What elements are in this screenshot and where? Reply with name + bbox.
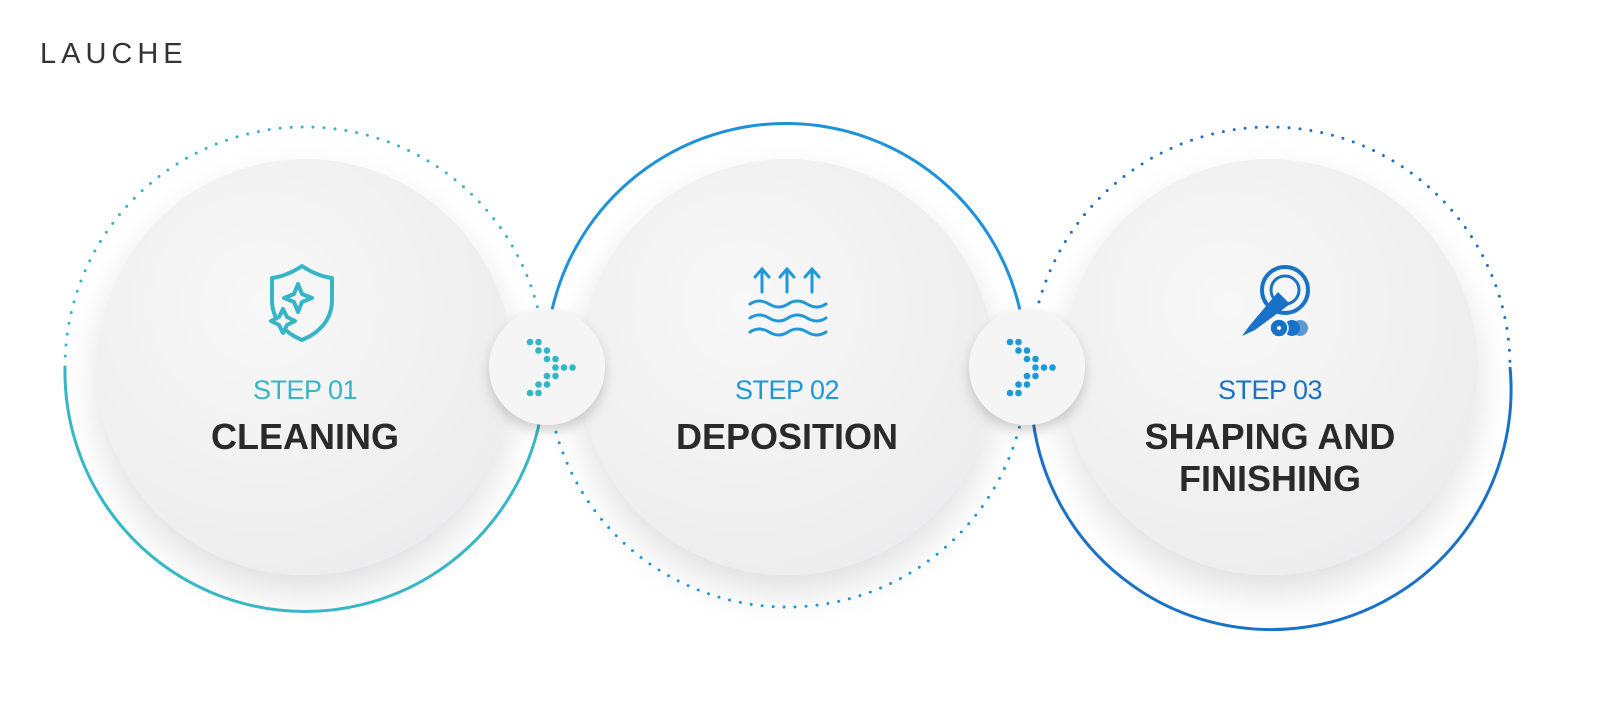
- step-title: SHAPING AND FINISHING: [1144, 416, 1396, 499]
- chevron-dot: [526, 338, 534, 346]
- step-2: STEP 02 DEPOSITION: [577, 375, 997, 458]
- step-2-ring-dotted: [545, 365, 1029, 609]
- step-label: STEP 03: [1217, 375, 1323, 405]
- chevron-dot: [552, 364, 559, 371]
- chevron-dot: [543, 372, 551, 380]
- chevron-dot: [1023, 381, 1031, 388]
- chevron-dot: [1049, 364, 1056, 371]
- dotted-chevron-icon: [526, 338, 576, 397]
- next-arrow-button-1: [489, 309, 605, 425]
- chevron-dot: [1032, 355, 1039, 363]
- chevron-dot: [569, 364, 576, 371]
- logo: LAUCHE: [40, 38, 188, 70]
- next-arrow-button-2: [969, 309, 1085, 425]
- chevron-dot: [552, 372, 559, 380]
- chevron-dot: [1015, 381, 1022, 388]
- step-3-disc: [1062, 159, 1478, 575]
- chevron-dot: [1006, 338, 1014, 346]
- chevron-dot: [1040, 364, 1048, 371]
- chevron-dot: [535, 381, 542, 388]
- chevron-dot: [543, 347, 551, 354]
- chevron-dot: [535, 389, 542, 397]
- step-1: STEP 01 CLEANING: [95, 375, 515, 458]
- dotted-chevron-icon: [1006, 338, 1056, 397]
- step-label: STEP 01: [252, 375, 358, 405]
- chevron-dot: [535, 347, 542, 354]
- chevron-dot: [526, 389, 534, 397]
- shield-sparkle-icon: [269, 264, 334, 342]
- chevron-dot: [535, 338, 542, 346]
- step-2-disc: [579, 159, 995, 575]
- chevron-dot: [1032, 364, 1039, 371]
- chevron-dot: [1032, 372, 1039, 380]
- step-title: DEPOSITION: [675, 416, 899, 457]
- step-2-ring-solid: [550, 121, 1024, 321]
- step-3-ring-solid: [1031, 366, 1513, 632]
- chevron-dot: [1023, 347, 1031, 354]
- chevron-dot: [1015, 389, 1022, 397]
- chevron-dot: [1006, 389, 1014, 397]
- chevron-dot: [552, 355, 559, 363]
- step-1-disc: [97, 159, 513, 575]
- chevron-dot: [543, 381, 551, 388]
- chevron-dot: [1015, 338, 1022, 346]
- chevron-dot: [1023, 372, 1031, 380]
- step-3: STEP 03 SHAPING AND FINISHING: [1060, 375, 1480, 500]
- step-1-ring-dotted: [63, 125, 547, 369]
- step-3-ring-dotted: [1028, 125, 1512, 369]
- chevron-dot: [560, 364, 568, 371]
- step-1-ring-solid: [63, 366, 542, 613]
- waves-up-arrows-icon: [748, 266, 828, 337]
- polishing-tool-icon: [1242, 265, 1310, 338]
- chevron-dot: [1023, 355, 1031, 363]
- chevron-dot: [1015, 347, 1022, 354]
- step-label: STEP 02: [734, 375, 840, 405]
- step-title: CLEANING: [211, 416, 399, 457]
- chevron-dot: [543, 355, 551, 363]
